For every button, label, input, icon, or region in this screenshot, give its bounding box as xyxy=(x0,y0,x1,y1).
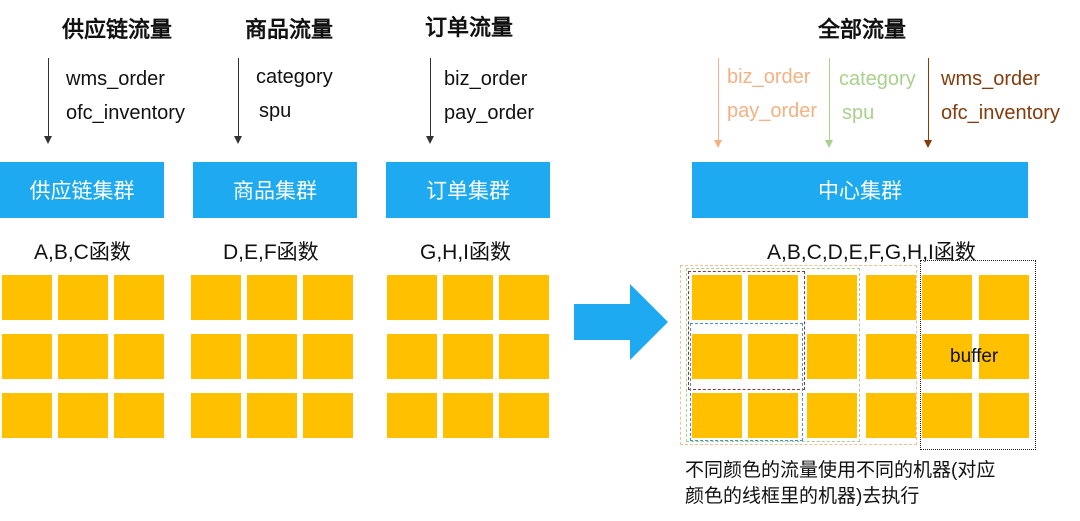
frame-supply xyxy=(688,271,805,390)
machine-square xyxy=(922,275,972,320)
stream-label: pay_order xyxy=(444,102,535,124)
stream-label: ofc_inventory xyxy=(941,102,1060,124)
functions-label: D,E,F函数 xyxy=(223,241,319,264)
frame-supply-outer xyxy=(680,265,917,445)
machine-square xyxy=(58,393,108,438)
machine-square xyxy=(866,334,916,379)
machine-square xyxy=(499,334,549,379)
machine-square xyxy=(247,275,297,320)
machine-square xyxy=(387,275,437,320)
cluster-central: 中心集群 xyxy=(692,162,1028,218)
machine-square xyxy=(443,393,493,438)
machine-square xyxy=(499,393,549,438)
machine-square xyxy=(748,334,798,379)
flow-arrow-product xyxy=(238,58,239,138)
machine-square xyxy=(748,275,798,320)
machine-square xyxy=(807,393,857,438)
arrow-head-icon xyxy=(234,136,242,144)
stream-label: category xyxy=(256,66,333,88)
stream-label: spu xyxy=(842,102,875,124)
stream-label: biz_order xyxy=(444,68,528,90)
machine-square xyxy=(866,393,916,438)
machine-square xyxy=(303,275,353,320)
group-title-order: 订单流量 xyxy=(425,15,514,40)
machine-square xyxy=(303,334,353,379)
stream-label: wms_order xyxy=(941,68,1040,90)
arrow-head-icon xyxy=(825,140,833,148)
arrow-head-icon xyxy=(426,136,434,144)
machine-square xyxy=(443,334,493,379)
note-line-2: 颜色的线框里的机器)去执行 xyxy=(685,486,920,507)
machine-square xyxy=(979,275,1029,320)
functions-label: A,B,C函数 xyxy=(34,241,131,264)
machine-square xyxy=(2,393,52,438)
machine-square xyxy=(2,334,52,379)
machine-square xyxy=(2,275,52,320)
flow-arrow-supply xyxy=(48,58,49,138)
stream-label: category xyxy=(839,68,916,90)
frame-buffer xyxy=(920,260,1036,450)
stream-label: pay_order xyxy=(727,100,818,122)
machine-square xyxy=(807,334,857,379)
machine-square xyxy=(114,334,164,379)
machine-square xyxy=(499,275,549,320)
frame-product xyxy=(686,268,860,442)
machine-square xyxy=(443,275,493,320)
note-line-1: 不同颜色的流量使用不同的机器(对应 xyxy=(685,460,996,481)
machine-square xyxy=(247,334,297,379)
stream-label: biz_order xyxy=(727,66,811,88)
buffer-label: buffer xyxy=(950,346,999,367)
functions-label: A,B,C,D,E,F,G,H,I函数 xyxy=(767,241,976,264)
stream-label: spu xyxy=(259,100,292,122)
machine-square xyxy=(247,393,297,438)
machine-square xyxy=(979,393,1029,438)
stream-label: wms_order xyxy=(66,68,165,90)
machine-square xyxy=(692,334,742,379)
arrow-head-icon xyxy=(714,140,722,148)
stream-label: ofc_inventory xyxy=(66,102,185,124)
machine-square xyxy=(191,393,241,438)
machine-square xyxy=(692,275,742,320)
flow-arrow-supply-stream xyxy=(928,58,929,142)
combined-title: 全部流量 xyxy=(818,17,907,42)
machine-square xyxy=(114,275,164,320)
machine-square xyxy=(303,393,353,438)
transition-arrow-icon xyxy=(574,284,668,360)
group-title-supply: 供应链流量 xyxy=(62,17,173,42)
flow-arrow-product-stream xyxy=(829,58,830,142)
machine-square xyxy=(58,275,108,320)
machine-square xyxy=(748,393,798,438)
arrow-head-icon xyxy=(924,140,932,148)
machine-square xyxy=(807,275,857,320)
cluster-product: 商品集群 xyxy=(193,162,357,218)
flow-arrow-order-stream xyxy=(718,58,719,142)
machine-square xyxy=(866,275,916,320)
functions-label: G,H,I函数 xyxy=(420,241,512,264)
machine-square xyxy=(922,393,972,438)
machine-square xyxy=(979,334,1029,379)
machine-square xyxy=(114,393,164,438)
arrow-head-icon xyxy=(44,136,52,144)
machine-square xyxy=(692,393,742,438)
flow-arrow-order xyxy=(430,58,431,138)
machine-square xyxy=(191,334,241,379)
cluster-order: 订单集群 xyxy=(386,162,550,218)
cluster-supply: 供应链集群 xyxy=(0,162,164,218)
machine-square xyxy=(387,334,437,379)
machine-square xyxy=(387,393,437,438)
frame-order xyxy=(690,323,803,441)
machine-square xyxy=(922,334,972,379)
group-title-product: 商品流量 xyxy=(245,17,334,42)
machine-square xyxy=(58,334,108,379)
machine-square xyxy=(191,275,241,320)
